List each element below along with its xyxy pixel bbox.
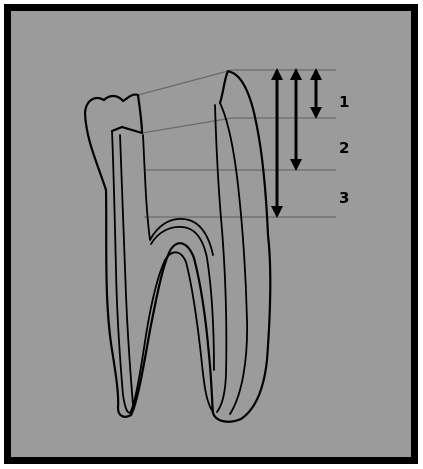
level-3-label: 3 bbox=[339, 189, 349, 207]
level-2-label: 2 bbox=[339, 139, 349, 157]
level-1-label: 1 bbox=[339, 93, 349, 111]
